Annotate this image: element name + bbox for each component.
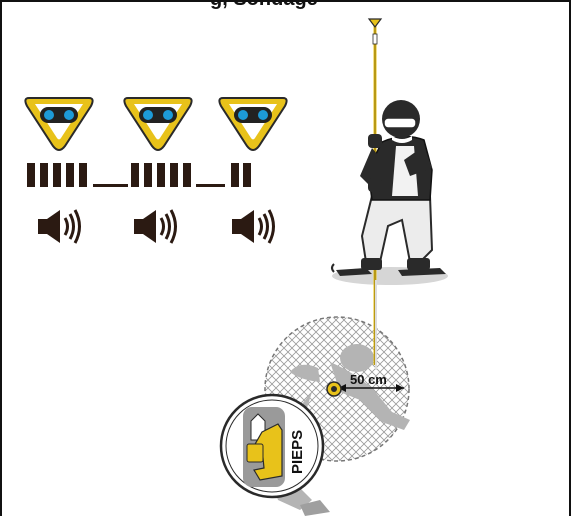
beep-bars-1 (27, 163, 87, 187)
beep-bars-2 (131, 163, 191, 187)
beep-pause-1 (93, 184, 128, 187)
transceiver-icon-2 (124, 98, 191, 150)
beep-sequence (27, 163, 251, 187)
speaker-icon-1 (38, 210, 80, 243)
beep-bars-3 (231, 163, 251, 187)
skier-probing-figure (332, 100, 446, 276)
transceiver-icon-3 (219, 98, 286, 150)
transceiver-icon-1 (25, 98, 92, 150)
pieps-device-badge (221, 395, 323, 497)
speaker-icon-3 (232, 210, 274, 243)
speaker-icon-2 (134, 210, 176, 243)
distance-label: 50 cm (350, 372, 387, 387)
beep-pause-2 (196, 184, 225, 187)
pieps-brand-label: PIEPS (289, 430, 306, 474)
